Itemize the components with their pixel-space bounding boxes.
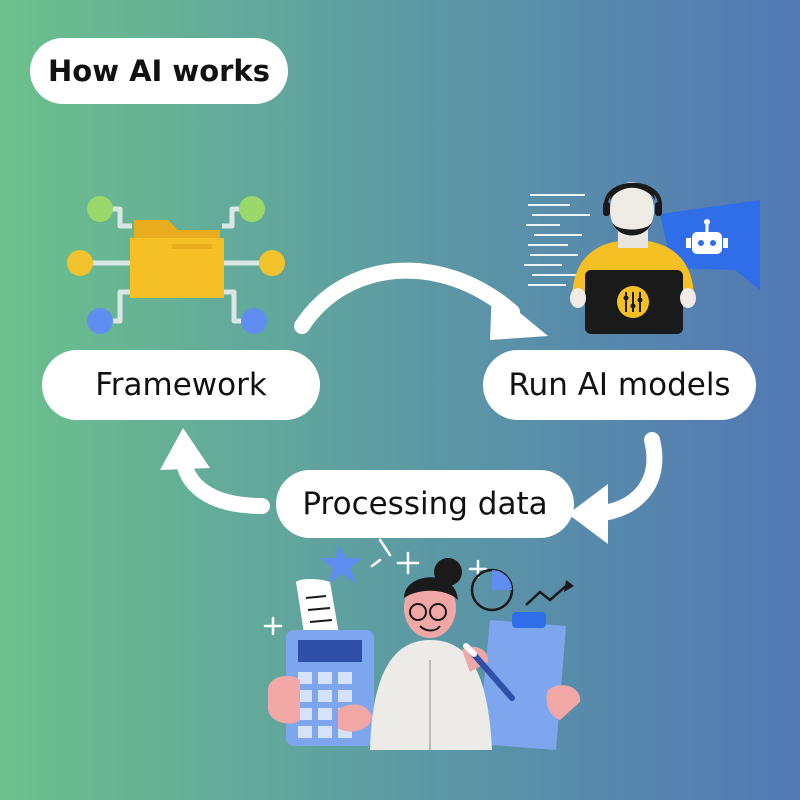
diagram-title: How AI works: [48, 54, 270, 88]
arrow-framework-to-models: [294, 262, 520, 334]
node-run-ai-models: Run AI models: [483, 350, 756, 420]
node-run-ai-models-label: Run AI models: [508, 367, 731, 403]
node-processing-data-label: Processing data: [302, 486, 548, 522]
node-framework-label: Framework: [95, 367, 267, 403]
arrowhead-framework: [160, 428, 210, 470]
arrow-models-to-processing: [588, 432, 663, 522]
arrowhead-processing: [568, 484, 608, 544]
arrowhead-models: [490, 290, 548, 340]
title-pill: How AI works: [30, 38, 288, 104]
node-processing-data: Processing data: [276, 470, 574, 538]
node-framework: Framework: [42, 350, 320, 420]
